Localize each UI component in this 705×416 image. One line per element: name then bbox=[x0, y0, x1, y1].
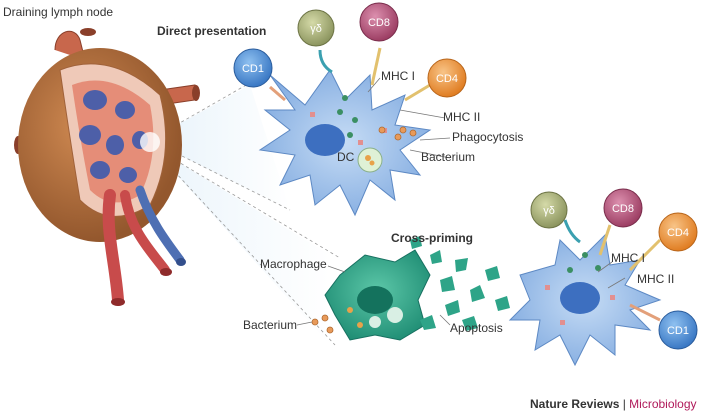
receptors-bottom bbox=[563, 219, 662, 322]
cd4-top-label: CD4 bbox=[436, 73, 458, 85]
cd4-bottom-label: CD4 bbox=[667, 227, 689, 239]
beam-bottom bbox=[150, 145, 330, 345]
gd-cell-bottom: γδ bbox=[530, 191, 568, 229]
direct-presentation-label: Direct presentation bbox=[157, 24, 266, 38]
cd8-cell-bottom: CD8 bbox=[603, 188, 643, 228]
credit-line: Nature Reviews | Microbiology bbox=[530, 397, 697, 411]
dendritic-cell-bottom bbox=[508, 233, 662, 367]
cd4-cell-top: CD4 bbox=[427, 58, 467, 98]
leader-lines bbox=[296, 77, 626, 326]
gd-top-label: γδ bbox=[310, 23, 322, 35]
cd8-cell-top: CD8 bbox=[359, 2, 399, 42]
cross-priming-label: Cross-priming bbox=[391, 231, 473, 245]
bacterium-left-label: Bacterium bbox=[243, 318, 297, 332]
mhc-ii-bottom-label: MHC II bbox=[637, 272, 674, 286]
cd1-cell-top: CD1 bbox=[233, 48, 273, 88]
bacterium-top-label: Bacterium bbox=[421, 150, 475, 164]
macrophage bbox=[324, 249, 431, 341]
lymph-node bbox=[14, 28, 200, 306]
draining-lymph-node-label: Draining lymph node bbox=[3, 5, 113, 19]
gd-bottom-label: γδ bbox=[543, 205, 555, 217]
mhc-i-top-label: MHC I bbox=[381, 69, 415, 83]
beam-top bbox=[150, 85, 290, 210]
dendritic-cell-top bbox=[258, 69, 432, 217]
bacteria-cluster-top bbox=[378, 126, 417, 141]
cd1-top-label: CD1 bbox=[242, 63, 264, 75]
cd8-bottom-label: CD8 bbox=[612, 203, 634, 215]
macrophage-label: Macrophage bbox=[260, 257, 327, 271]
apoptosis-label: Apoptosis bbox=[450, 321, 503, 335]
cd1-bottom-label: CD1 bbox=[667, 325, 689, 337]
credit-source: Nature Reviews bbox=[530, 397, 620, 411]
dc-label: DC bbox=[337, 150, 355, 164]
bacteria-cluster-left bbox=[311, 314, 334, 334]
cd8-top-label: CD8 bbox=[368, 17, 390, 29]
mhc-i-bottom-label: MHC I bbox=[611, 251, 645, 265]
credit-separator: | bbox=[619, 397, 629, 411]
credit-journal: Microbiology bbox=[629, 397, 696, 411]
cd4-cell-bottom: CD4 bbox=[658, 212, 698, 252]
apoptotic-fragments bbox=[410, 236, 510, 331]
gd-cell-top: γδ bbox=[297, 9, 335, 47]
mhc-ii-top-label: MHC II bbox=[443, 110, 480, 124]
receptors-top bbox=[269, 47, 436, 102]
phagocytosis-label: Phagocytosis bbox=[452, 130, 523, 144]
cd1-cell-bottom: CD1 bbox=[658, 310, 698, 350]
